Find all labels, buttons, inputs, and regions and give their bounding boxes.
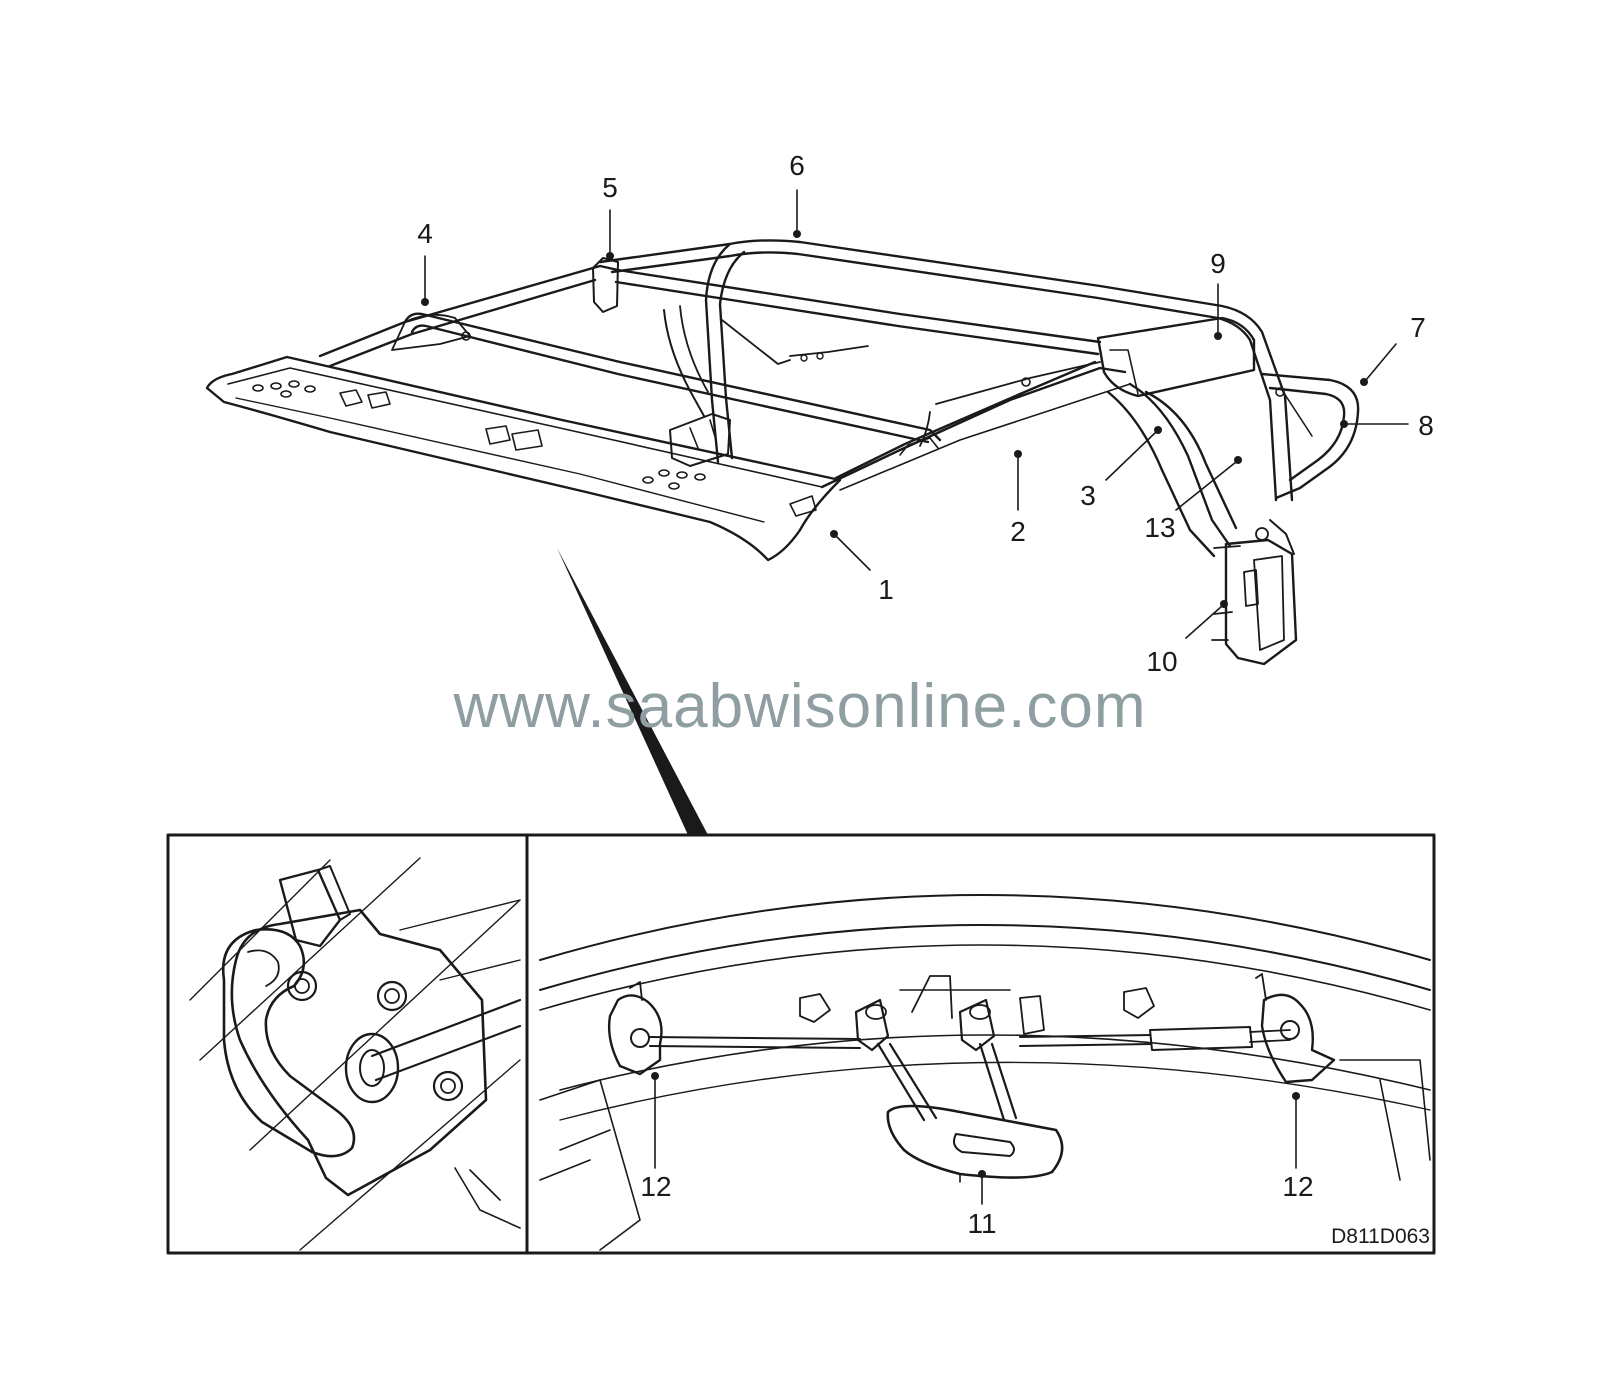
front-header-bow <box>205 355 842 562</box>
rear-arch <box>1128 382 1232 548</box>
leader-dots-lower <box>651 1072 1300 1178</box>
callout-3: 3 <box>1080 480 1096 511</box>
bow-clip <box>592 257 619 313</box>
callout-4: 4 <box>417 218 433 249</box>
middle-cross-bow <box>616 268 1102 344</box>
rear-bow-plate <box>1096 316 1256 398</box>
latch-handle-detail <box>539 894 1431 1251</box>
hinge-bracket-left <box>669 413 731 467</box>
callout-13: 13 <box>1144 512 1176 543</box>
callout-9: 9 <box>1210 248 1226 279</box>
hinge-mount-plate <box>1211 519 1298 666</box>
callout-10: 10 <box>1146 646 1178 677</box>
callout-1: 1 <box>878 574 894 605</box>
leader-dots-upper <box>421 230 1368 608</box>
callout-7: 7 <box>1410 312 1426 343</box>
leader-lines-lower <box>654 1077 1297 1205</box>
main-roof-bow <box>598 239 1294 502</box>
zoom-pointer <box>557 548 708 835</box>
rear-corner-bow <box>1260 372 1360 500</box>
watermark-text: www.saabwisonline.com <box>453 672 1147 741</box>
callout-5: 5 <box>602 172 618 203</box>
callout-8: 8 <box>1418 410 1434 441</box>
header-holes <box>252 380 817 517</box>
callout-11: 11 <box>967 1208 997 1239</box>
side-rail-right <box>820 366 1127 489</box>
callout-2: 2 <box>1010 516 1026 547</box>
leader-lines-upper <box>424 189 1409 639</box>
detail-frame-outer <box>166 833 1436 1255</box>
callout-12-left: 12 <box>640 1171 672 1202</box>
latch-hook-detail <box>189 857 522 1251</box>
side-rail-left <box>318 264 620 358</box>
front-cross-bow <box>403 312 942 442</box>
top-frame-assembly <box>205 239 1360 562</box>
drawing-id: D811D063 <box>1331 1225 1430 1248</box>
callout-6: 6 <box>789 150 805 181</box>
callout-12-right: 12 <box>1282 1171 1314 1202</box>
